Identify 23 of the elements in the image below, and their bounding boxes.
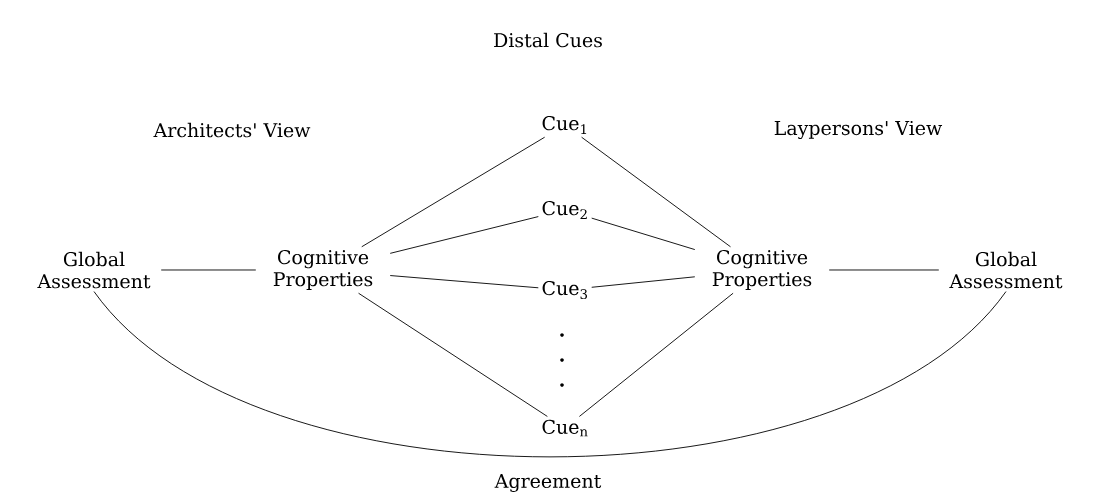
connector-line — [160, 269, 257, 271]
connector-line — [389, 275, 539, 289]
cue-label: Cue$_{1}$ — [542, 116, 587, 134]
connector-line — [389, 216, 539, 254]
view-label: Laypersons' View — [774, 120, 943, 140]
connector-line — [591, 217, 696, 250]
heading: Distal Cues — [494, 32, 602, 48]
connector-line — [591, 276, 696, 288]
cue-label: Cue$_{n}$ — [542, 419, 588, 437]
edge-label: Agreement — [493, 472, 603, 494]
connector-line — [578, 292, 734, 417]
concept-label: Global Assessment — [949, 251, 1063, 289]
cue-label: Cue$_{2}$ — [542, 201, 587, 219]
connector-line — [358, 292, 548, 417]
connector-line — [361, 136, 546, 248]
concept-label: Cognitive Properties — [273, 249, 373, 290]
view-label: Architects' View — [153, 122, 311, 138]
connector-line — [828, 269, 940, 271]
concept-label: Cognitive Properties — [712, 249, 812, 290]
cue-label: Cue$_{3}$ — [542, 280, 587, 300]
connector-line — [581, 136, 731, 248]
concept-label: Global Assessment — [37, 251, 151, 289]
connector-line — [93, 291, 1007, 458]
